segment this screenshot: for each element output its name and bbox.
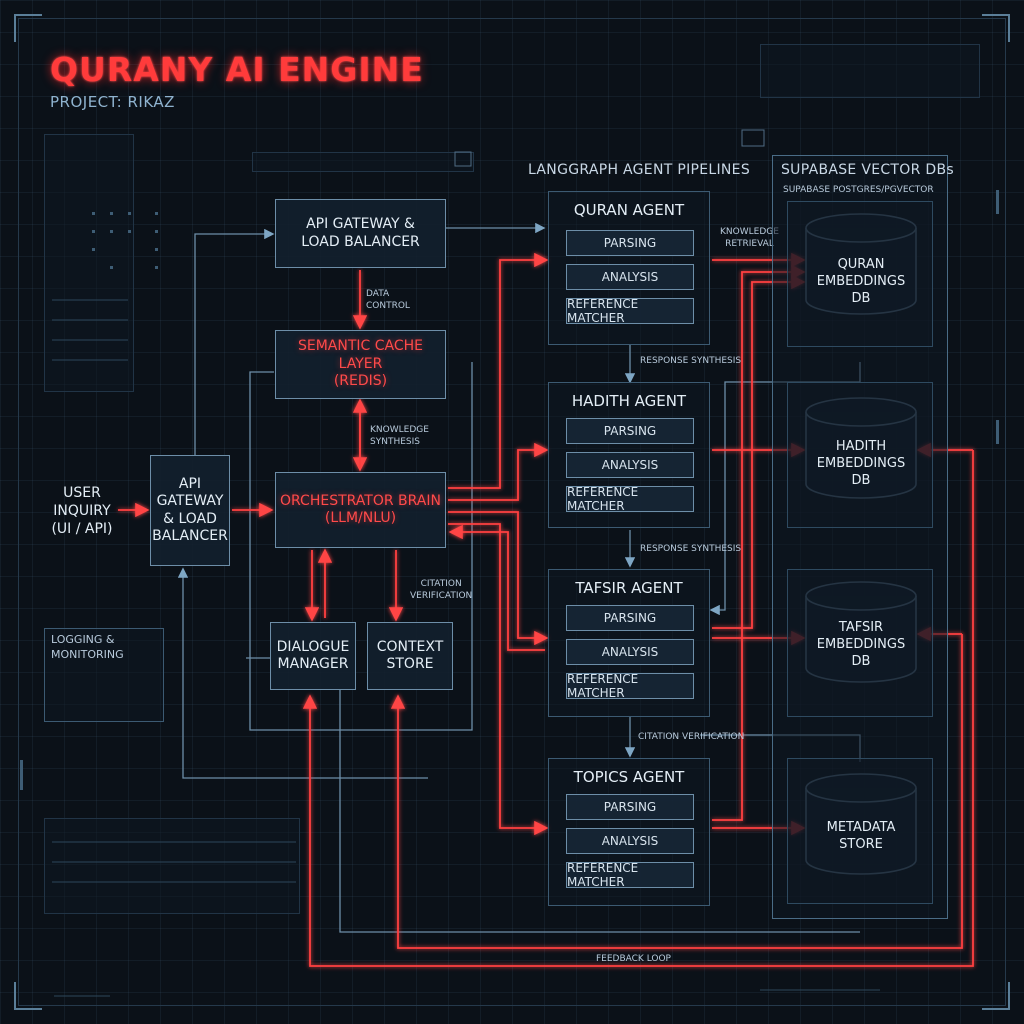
frame-corner-tl [14,14,42,42]
hud-panel-bottom-left [44,818,300,914]
agent-tafsir[interactable]: TAFSIR AGENT PARSING ANALYSIS REFERENCE … [548,569,710,717]
line-cache-to-orchestrator-blue [249,362,473,731]
agent-quran-title: QURAN AGENT [573,201,685,219]
data-control-label: DATA CONTROL [366,289,410,312]
agent-quran-analysis[interactable]: ANALYSIS [566,264,694,290]
semantic-cache-box[interactable]: SEMANTIC CACHE LAYER (REDIS) [275,330,446,399]
agent-quran-reference-matcher[interactable]: REFERENCE MATCHER [566,297,694,325]
citation-verification-left-label: CITATION VERIFICATION [410,579,473,602]
arrow-orch-to-tafsir [448,511,549,646]
arrow-orch-to-quran [448,252,549,489]
frame-corner-bl [14,982,42,1010]
feedback-loop-label: FEEDBACK LOOP [596,954,671,964]
agent-quran-parsing[interactable]: PARSING [566,230,694,256]
agent-tafsir-analysis[interactable]: ANALYSIS [566,639,694,665]
line-feedback-to-entry [177,567,428,779]
hud-panel-top-mid [252,152,474,172]
response-synthesis-label-1: RESPONSE SYNTHESIS [640,356,742,366]
logging-title: LOGGING & MONITORING [51,633,124,661]
frame-corner-tr [982,14,1010,42]
metadata-store-label[interactable]: METADATA STORE [826,820,896,852]
pipelines-header: LANGGRAPH AGENT PIPELINES [528,162,751,178]
db-cell-quran [787,201,933,347]
orchestrator-box[interactable]: ORCHESTRATOR BRAIN (LLM/NLU) [275,472,446,548]
agent-topics[interactable]: TOPICS AGENT PARSING ANALYSIS REFERENCE … [548,758,710,906]
quran-db-label[interactable]: QURAN EMBEDDINGS DB [816,257,906,306]
outer-frame [18,18,1006,1006]
agent-hadith-parsing[interactable]: PARSING [566,418,694,444]
agent-hadith-title: HADITH AGENT [571,392,687,410]
tafsir-db-label[interactable]: TAFSIR EMBEDDINGS DB [816,620,906,669]
db-cell-metadata [787,758,933,904]
context-store-box[interactable]: CONTEXT STORE [367,622,453,690]
hud-panel-top-right [760,44,980,98]
line-context-down [339,690,860,933]
agent-quran[interactable]: QURAN AGENT PARSING ANALYSIS REFERENCE M… [548,191,710,345]
agent-tafsir-title: TAFSIR AGENT [575,579,683,597]
agent-tafsir-parsing[interactable]: PARSING [566,605,694,631]
vector-db-subheader: SUPABASE POSTGRES/PGVECTOR [783,185,934,195]
citation-verification-right-label: CITATION VERIFICATION [638,732,745,742]
agent-hadith[interactable]: HADITH AGENT PARSING ANALYSIS REFERENCE … [548,382,710,528]
entry-gateway-box[interactable]: API GATEWAY & LOAD BALANCER [150,455,230,566]
agent-tafsir-reference-matcher[interactable]: REFERENCE MATCHER [566,672,694,700]
agent-hadith-analysis[interactable]: ANALYSIS [566,452,694,478]
agent-hadith-reference-matcher[interactable]: REFERENCE MATCHER [566,485,694,513]
vector-db-header: SUPABASE VECTOR DBs [781,162,954,178]
top-gateway-box[interactable]: API GATEWAY & LOAD BALANCER [275,199,446,268]
db-cell-tafsir [787,569,933,717]
dialogue-manager-box[interactable]: DIALOGUE MANAGER [270,622,356,690]
knowledge-retrieval-label: KNOWLEDGE RETRIEVAL [720,227,779,250]
agent-topics-reference-matcher[interactable]: REFERENCE MATCHER [566,861,694,889]
line-gateway-to-top-gateway [194,228,275,455]
arrow-feedback-dialogue [302,450,974,967]
agent-topics-analysis[interactable]: ANALYSIS [566,828,694,854]
knowledge-synthesis-label: KNOWLEDGE SYNTHESIS [370,425,429,448]
arrow-orch-to-topics [448,523,549,836]
hud-panel-left-top [44,134,134,392]
frame-corner-br [982,982,1010,1010]
page-title: QURANY AI ENGINE [50,50,424,89]
agent-topics-title: TOPICS AGENT [573,768,685,786]
logging-panel[interactable]: LOGGING & MONITORING [44,628,164,722]
arrow-tafsir-to-orch [448,524,545,651]
hadith-db-label[interactable]: HADITH EMBEDDINGS DB [816,439,906,488]
page-subtitle: PROJECT: RIKAZ [50,93,175,111]
arrow-orch-to-hadith [448,442,549,501]
response-synthesis-label-2: RESPONSE SYNTHESIS [640,544,742,554]
user-inquiry-label: USER INQUIRY (UI / API) [51,485,113,538]
arrow-tafsir-feedback [390,634,963,949]
db-cell-hadith [787,382,933,528]
agent-topics-parsing[interactable]: PARSING [566,794,694,820]
